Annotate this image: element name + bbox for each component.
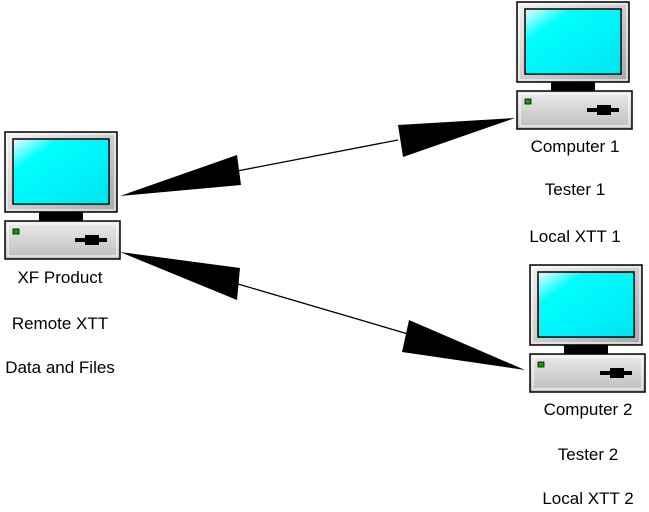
computer-2-icon: [529, 264, 646, 393]
main-computer-name: XF Product: [17, 268, 102, 287]
computer-2-local-xtt: Local XTT 2: [542, 489, 633, 508]
arrow-main-to-computer2: [120, 252, 525, 370]
computer-1-tester: Tester 1: [545, 180, 605, 199]
computer-1-local-xtt: Local XTT 1: [529, 227, 620, 246]
main-computer-data: Data and Files: [5, 358, 115, 377]
main-computer-icon: [4, 131, 121, 260]
computer-2-tester: Tester 2: [558, 445, 618, 464]
computer-1-name: Computer 1: [531, 137, 620, 156]
computer-2-name: Computer 2: [544, 400, 633, 419]
computer-1-icon: [516, 1, 633, 130]
arrow-main-to-computer1: [120, 118, 515, 196]
main-computer-role: Remote XTT: [12, 314, 108, 333]
